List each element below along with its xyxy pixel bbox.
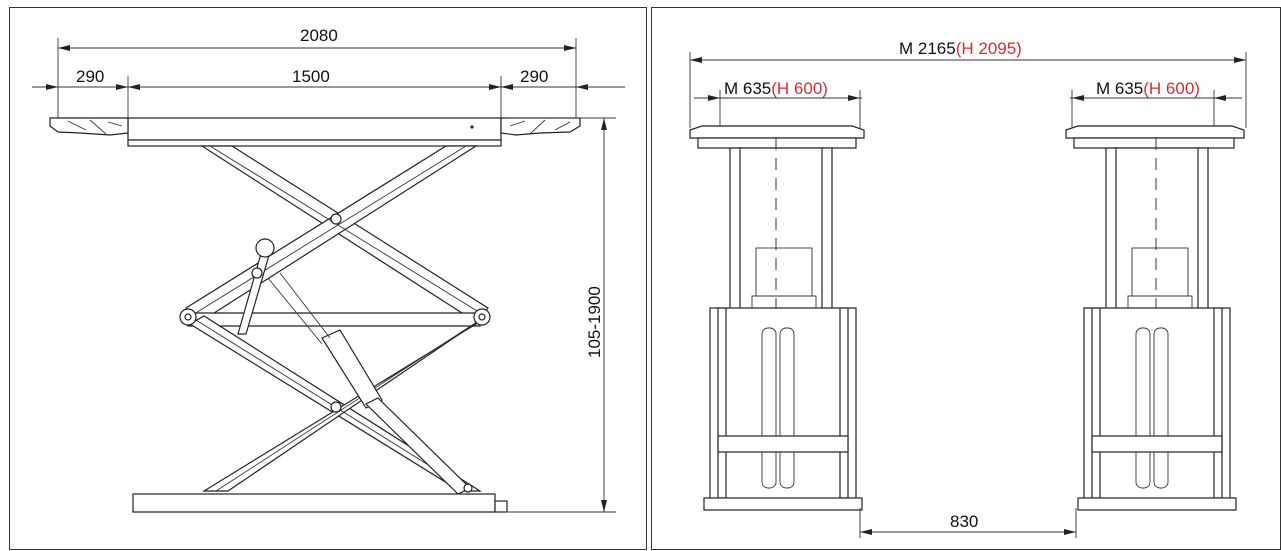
left-platform-alt-label: (H 600) <box>771 79 828 98</box>
platform <box>49 117 581 147</box>
platform-length-label: 1500 <box>292 67 330 86</box>
svg-text:M 2165(H 2095): M 2165(H 2095) <box>899 39 1022 58</box>
left-extension-label: 290 <box>76 67 104 86</box>
sub-width-dimensions: 290 1500 290 <box>32 67 625 118</box>
left-lift-unit <box>689 125 865 511</box>
front-view-panel: M 2165(H 2095) M 635(H 600) M 635(H 600) <box>651 7 1281 550</box>
overall-width-dimension: 2080 <box>57 26 577 118</box>
right-platform-dimension: M 635(H 600) <box>1070 79 1242 128</box>
svg-text:M 635(H 600): M 635(H 600) <box>1096 79 1200 98</box>
overall-width-label: 2080 <box>300 26 338 45</box>
gap-dimension: 830 <box>859 508 1077 538</box>
front-view-drawing: M 2165(H 2095) M 635(H 600) M 635(H 600) <box>689 39 1247 538</box>
right-lift-unit <box>1065 125 1245 511</box>
left-platform-label: M 635 <box>724 79 771 98</box>
right-platform-alt-label: (H 600) <box>1143 79 1200 98</box>
height-dimension: 105-1900 <box>508 117 616 513</box>
front-overall-label: M 2165 <box>899 39 956 58</box>
right-extension-label: 290 <box>520 67 548 86</box>
front-overall-alt-label: (H 2095) <box>956 39 1022 58</box>
hydraulic-cylinders <box>237 238 473 495</box>
height-range-label: 105-1900 <box>585 286 604 358</box>
side-view-drawing: 2080 290 1500 290 <box>32 26 625 513</box>
overall-width-dimension-front: M 2165(H 2095) <box>689 39 1247 128</box>
side-view-panel: 2080 290 1500 290 <box>9 7 647 550</box>
base <box>132 493 508 513</box>
gap-label: 830 <box>950 512 978 531</box>
left-platform-dimension: M 635(H 600) <box>694 79 862 128</box>
right-platform-label: M 635 <box>1096 79 1143 98</box>
scissor-arms <box>179 145 491 492</box>
svg-text:M 635(H 600): M 635(H 600) <box>724 79 828 98</box>
